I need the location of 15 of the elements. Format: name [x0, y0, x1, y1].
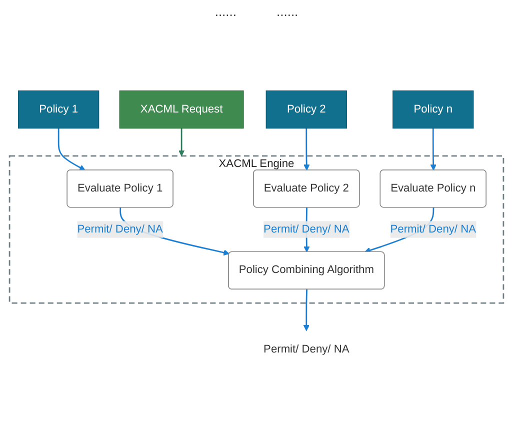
node-text: Permit/ Deny/ NA [264, 343, 350, 356]
arrow [304, 128, 310, 170]
edge-label: Permit/ Deny/ NA [264, 223, 350, 236]
ellipsis-text: ...... [214, 4, 236, 21]
ellipsis-text: ...... [276, 4, 298, 21]
node-box: XACML Request [119, 90, 244, 129]
node-box: Policy 2 [266, 90, 347, 129]
arrow [58, 128, 86, 170]
node-box: Policy n [392, 90, 474, 129]
arrow [303, 289, 310, 332]
edge-label: Permit/ Deny/ NA [390, 223, 476, 236]
edge-label: Permit/ Deny/ NA [77, 223, 163, 236]
node-box: Policy 1 [18, 90, 100, 129]
arrow [178, 128, 185, 156]
arrow [430, 128, 436, 170]
